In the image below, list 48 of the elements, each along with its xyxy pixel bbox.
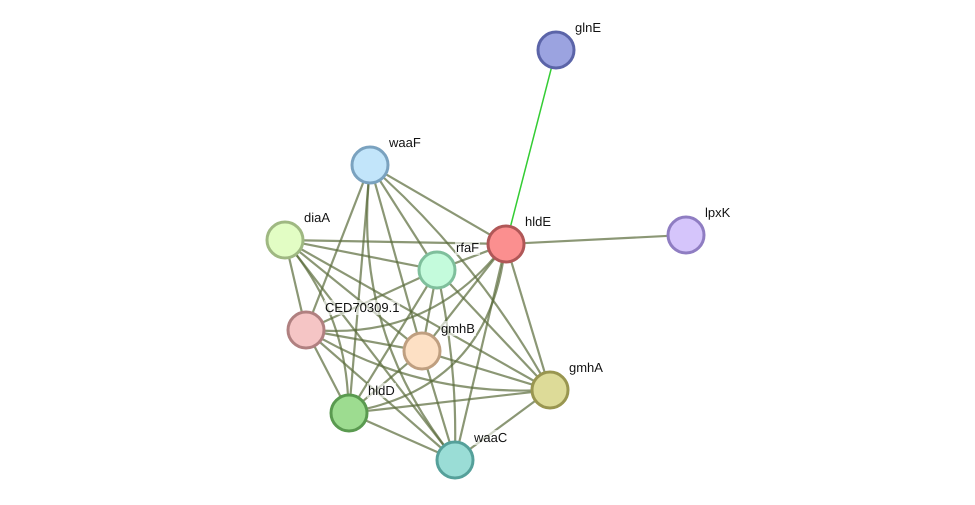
interaction-line xyxy=(350,184,370,394)
interaction-line xyxy=(383,177,542,374)
interaction-line xyxy=(366,184,445,446)
interaction-line xyxy=(374,183,418,333)
node-label: gmhA xyxy=(568,360,604,375)
interaction-line xyxy=(368,391,532,412)
interaction-line xyxy=(314,346,342,397)
node-label: hldD xyxy=(367,383,396,398)
node-label: diaA xyxy=(303,210,332,225)
interaction-line xyxy=(299,251,408,340)
interaction-line xyxy=(440,355,532,386)
node-label: glnE xyxy=(574,20,602,35)
interaction-line xyxy=(432,258,496,337)
interaction-line xyxy=(424,288,435,333)
interaction-line xyxy=(303,242,419,268)
interaction-line xyxy=(510,68,552,226)
interaction-line xyxy=(324,332,404,349)
interaction-line xyxy=(362,362,408,402)
interaction-line xyxy=(358,286,428,398)
interaction-line xyxy=(367,262,504,410)
interaction-line xyxy=(320,342,442,448)
interaction-line xyxy=(312,182,364,313)
interaction-line xyxy=(288,258,303,312)
interaction-line xyxy=(510,262,546,372)
node-label: gmhB xyxy=(440,321,476,336)
node-label: lpxK xyxy=(704,205,732,220)
interaction-line xyxy=(470,400,536,450)
node-label: waaF xyxy=(388,135,422,150)
interaction-line xyxy=(449,283,538,377)
interaction-line xyxy=(458,262,503,442)
node-label: rfaF xyxy=(455,240,480,255)
interaction-line xyxy=(426,368,451,442)
interaction-line xyxy=(379,180,428,255)
interaction-line xyxy=(301,248,534,382)
interaction-line xyxy=(366,420,438,454)
interaction-line xyxy=(304,239,488,245)
interaction-line xyxy=(386,174,490,236)
interaction-line xyxy=(440,288,456,441)
node-label: CED70309.1 xyxy=(324,300,400,315)
node-label: waaC xyxy=(473,430,508,445)
interaction-line xyxy=(322,338,531,392)
interaction-line xyxy=(296,254,444,446)
interaction-line xyxy=(324,258,494,332)
node-label: hldE xyxy=(524,214,552,229)
interaction-line xyxy=(322,276,420,324)
interaction-line xyxy=(296,254,349,394)
interaction-line xyxy=(524,234,668,244)
interaction-line xyxy=(454,250,489,264)
